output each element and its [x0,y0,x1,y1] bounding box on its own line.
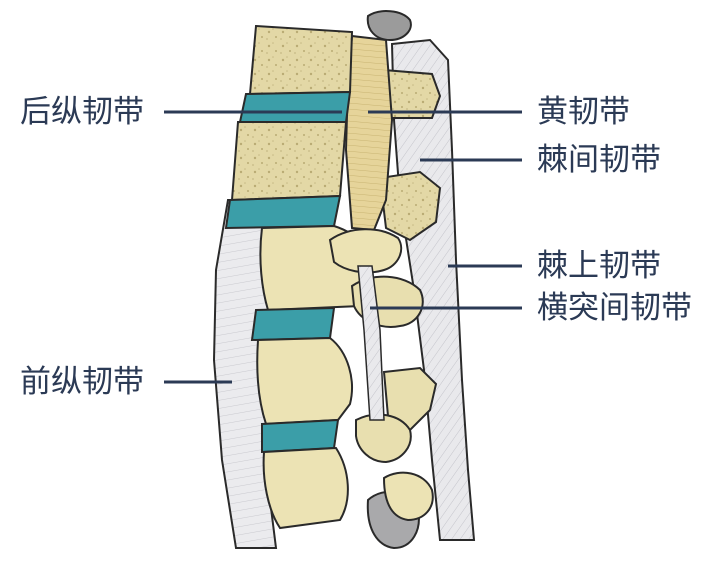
disc-1 [238,90,352,123]
spinous-process-middle [378,170,442,242]
top-cut-facet [366,10,412,42]
lower-facet [382,471,434,522]
label-interspinous-ligament: 棘间韧带 [537,142,661,178]
vertebral-body-1 [248,24,354,96]
label-posterior-longitudinal-ligament: 后纵韧带 [20,94,144,130]
label-anterior-longitudinal-ligament: 前纵韧带 [20,364,144,400]
vertebral-body-5 [262,446,349,530]
disc-2 [224,194,342,230]
label-ligamentum-flavum: 黄韧带 [537,94,630,130]
label-supraspinous-ligament: 棘上韧带 [537,248,661,284]
disc-4 [261,418,340,454]
intertransverse-ligament [357,265,385,421]
transverse-process-upper [328,228,403,274]
ligamentum-flavum [344,34,394,232]
label-intertransverse-ligament: 横突间韧带 [537,290,692,326]
disc-3 [250,306,336,342]
transverse-process-lower [355,413,412,464]
vertebral-body-4 [256,336,353,426]
vertebral-body-2 [230,121,348,202]
